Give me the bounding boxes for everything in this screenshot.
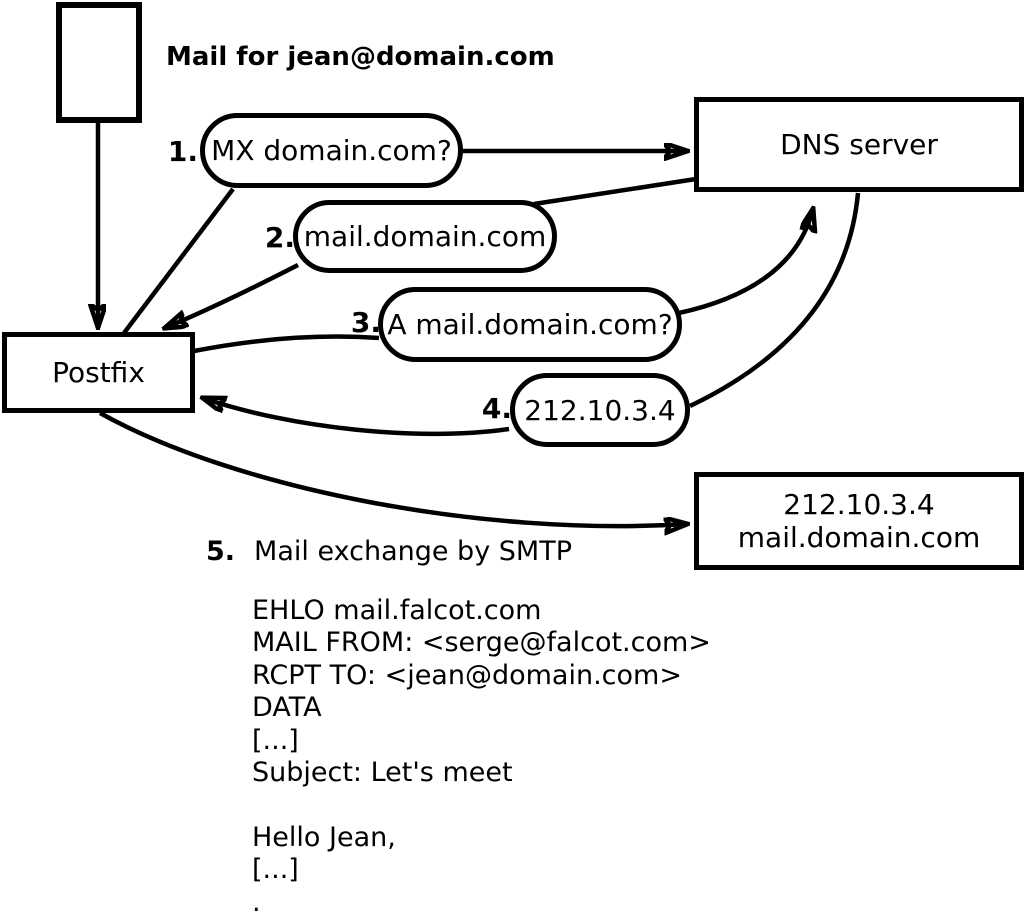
response-pill-mailhost-label: mail.domain.com <box>303 220 547 253</box>
mail-message-icon <box>56 2 142 123</box>
line-postfix-to-query1 <box>122 187 235 335</box>
query-pill-a-record: A mail.domain.com? <box>378 287 682 362</box>
smtp-transcript: EHLO mail.falcot.com MAIL FROM: <serge@f… <box>252 595 711 918</box>
step-number-3: 3. <box>350 306 381 339</box>
query-pill-mx-label: MX domain.com? <box>211 134 452 167</box>
mail-server-hostname: mail.domain.com <box>737 521 981 554</box>
line-dns-to-response4 <box>689 192 861 409</box>
step-number-4: 4. <box>481 392 512 425</box>
step-number-1: 1. <box>167 135 198 168</box>
postfix-node: Postfix <box>2 332 195 413</box>
query-pill-a-record-label: A mail.domain.com? <box>387 308 673 341</box>
dns-server-node: DNS server <box>694 97 1024 192</box>
arrow-query3-to-dns <box>678 209 813 316</box>
arrow-response4-to-postfix <box>203 398 510 437</box>
query-pill-mx: MX domain.com? <box>200 113 463 188</box>
line-dns-to-response2 <box>533 176 697 207</box>
response-pill-ip: 212.10.3.4 <box>510 373 690 447</box>
mail-server-node: 212.10.3.4 mail.domain.com <box>694 472 1024 570</box>
postfix-label: Postfix <box>52 356 145 389</box>
dns-server-label: DNS server <box>780 128 938 161</box>
line-postfix-to-query3 <box>193 334 380 354</box>
step-number-2: 2. <box>264 221 295 254</box>
step-5-caption: 5. Mail exchange by SMTP <box>206 535 572 568</box>
diagram-title: Mail for jean@domain.com <box>166 42 555 72</box>
response-pill-ip-label: 212.10.3.4 <box>524 393 676 427</box>
step-5-label: Mail exchange by SMTP <box>254 536 572 567</box>
mail-server-ip: 212.10.3.4 <box>783 488 935 521</box>
arrow-response2-to-postfix <box>165 262 300 328</box>
arrow-postfix-to-mailserver <box>98 411 687 526</box>
response-pill-mailhost: mail.domain.com <box>293 200 557 273</box>
step-number-5: 5. <box>206 536 236 567</box>
